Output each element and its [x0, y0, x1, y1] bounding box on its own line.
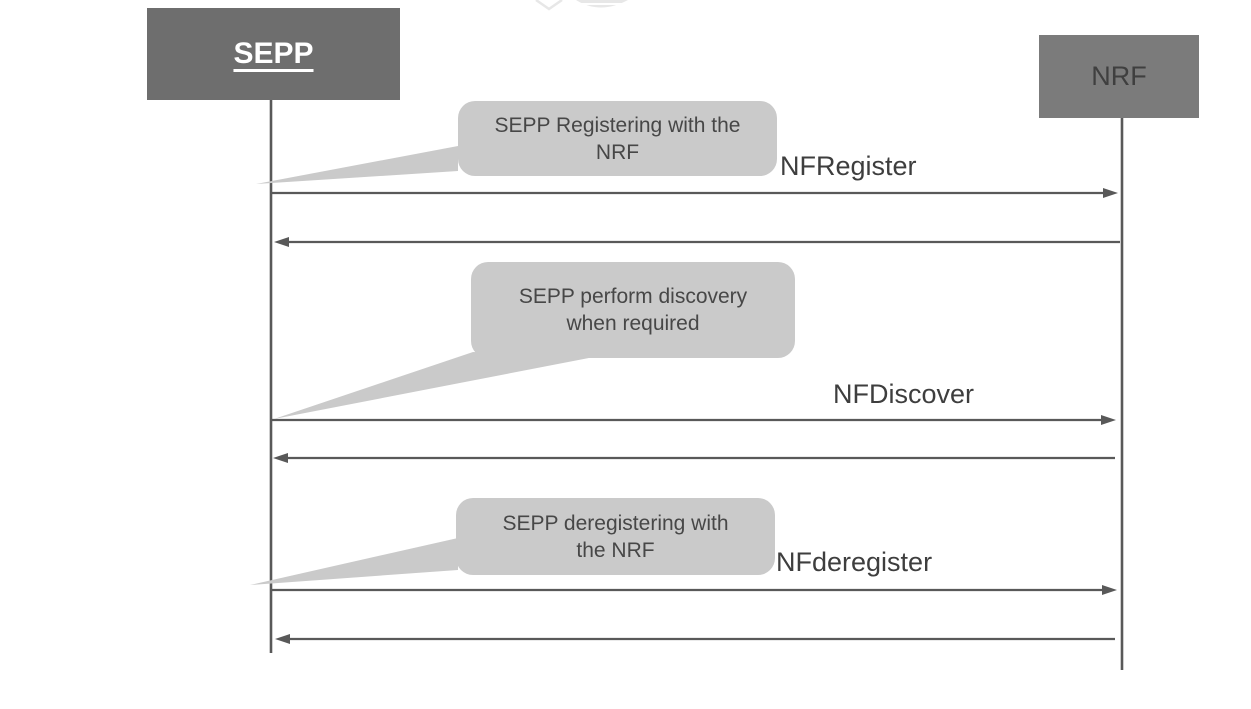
message-label-nfregister: NFRegister: [780, 151, 917, 181]
note-deregistering: SEPP deregistering with the NRF: [456, 498, 775, 575]
note-deregistering-line1: SEPP deregistering with: [502, 511, 729, 535]
actor-box-nrf: NRF: [1039, 35, 1199, 118]
arrowhead-register-response: [274, 237, 289, 247]
arrowhead-nfdiscover: [1101, 415, 1116, 425]
note-registering: SEPP Registering with the NRF: [458, 101, 777, 176]
note-registering-line1: SEPP Registering with the: [494, 113, 741, 137]
arrowhead-discover-response: [273, 453, 288, 463]
note-discovery-line2: when required: [566, 312, 700, 335]
actor-label-sepp: SEPP: [233, 37, 314, 70]
message-label-nfdiscover: NFDiscover: [833, 379, 975, 409]
watermark-arc: [535, 0, 563, 11]
note-discovery-line1: SEPP perform discovery: [518, 285, 748, 308]
arrowhead-deregister-response: [275, 634, 290, 644]
actor-label-nrf: NRF: [1091, 61, 1147, 91]
message-label-nfderegister: NFderegister: [776, 547, 933, 577]
arrowhead-nfderegister: [1102, 585, 1117, 595]
note-tail-discovery: [274, 352, 594, 419]
note-tail-deregistering: [250, 538, 458, 585]
note-discovery: SEPP perform discovery when required: [471, 262, 795, 358]
arrowhead-nfregister: [1103, 188, 1118, 198]
note-registering-line2: NRF: [595, 140, 640, 164]
actor-box-sepp: SEPP: [147, 8, 400, 100]
note-deregistering-line2: the NRF: [576, 538, 655, 562]
note-tail-registering: [256, 146, 458, 184]
